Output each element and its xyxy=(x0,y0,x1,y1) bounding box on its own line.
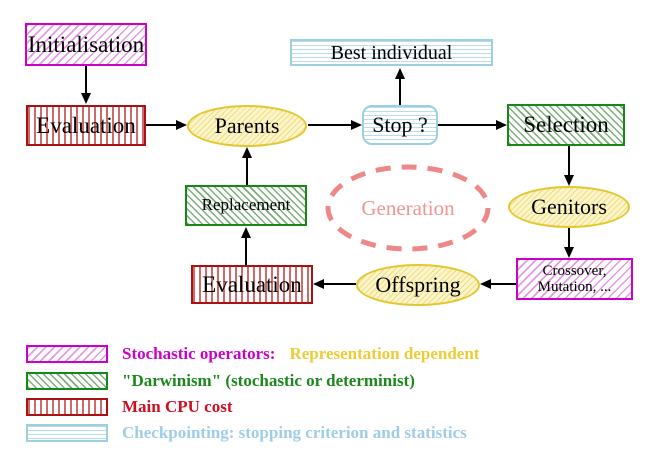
arrow-stop-to-best-individual xyxy=(395,68,405,105)
node-stop-label: Stop ? xyxy=(372,111,428,137)
node-initialisation: Initialisation xyxy=(25,23,147,66)
node-genitors: Genitors xyxy=(508,186,630,228)
legend-row-checkpointing: Checkpointing: stopping criterion and st… xyxy=(122,422,467,444)
legend-checkpointing-label: Checkpointing: stopping criterion and st… xyxy=(122,423,467,442)
legend-darwinism-label: "Darwinism" (stochastic or determinist) xyxy=(122,371,415,390)
legend-stochastic-operators-label: Stochastic operators: xyxy=(122,344,276,363)
node-evaluation-bottom: Evaluation xyxy=(191,265,313,304)
legend-row-stochastic-operators: Stochastic operators: Representation dep… xyxy=(122,343,479,365)
legend-swatch-darwinism xyxy=(26,372,108,390)
arrow-genitors-to-crossover xyxy=(564,228,574,258)
node-generation: Generation xyxy=(324,163,492,253)
node-parents-label: Parents xyxy=(214,112,280,138)
node-evaluation-top: Evaluation xyxy=(26,105,146,146)
legend-row-main-cpu-cost: Main CPU cost xyxy=(122,396,232,418)
legend-swatch-checkpointing xyxy=(26,424,108,442)
node-offspring-label: Offspring xyxy=(375,271,461,297)
node-replacement: Replacement xyxy=(185,185,307,226)
node-parents: Parents xyxy=(187,105,307,147)
arrow-replacement-to-parents xyxy=(242,147,252,185)
legend-swatch-main-cpu-cost xyxy=(26,398,108,416)
node-initialisation-label: Initialisation xyxy=(27,31,145,57)
arrow-evaluation-to-replacement xyxy=(241,227,251,265)
node-crossover-mutation: Crossover, Mutation, ... xyxy=(516,258,633,300)
arrow-parents-to-stop xyxy=(308,120,362,130)
node-selection: Selection xyxy=(507,104,625,146)
node-replacement-label: Replacement xyxy=(201,195,291,215)
node-selection-label: Selection xyxy=(523,112,609,138)
node-stop: Stop ? xyxy=(362,105,438,145)
node-crossover-label-line2: Mutation, ... xyxy=(537,279,612,295)
node-evaluation-bottom-label: Evaluation xyxy=(202,271,302,297)
generation-dashed-ellipse xyxy=(325,164,491,252)
legend-main-cpu-cost-label: Main CPU cost xyxy=(122,397,233,416)
node-genitors-label: Genitors xyxy=(531,193,607,219)
node-offspring: Offspring xyxy=(356,264,480,306)
arrow-initialisation-to-evaluation xyxy=(81,66,91,104)
arrow-selection-to-genitors xyxy=(564,146,574,186)
arrow-crossover-to-offspring xyxy=(480,279,516,289)
node-evaluation-top-label: Evaluation xyxy=(36,112,136,138)
arrow-evaluation-to-parents xyxy=(146,120,187,130)
node-crossover-label-line1: Crossover, xyxy=(542,262,607,279)
legend-row-darwinism: "Darwinism" (stochastic or determinist) xyxy=(122,370,415,392)
arrow-stop-to-selection xyxy=(438,120,507,130)
node-generation-label: Generation xyxy=(361,195,455,220)
legend-swatch-stochastic-operators xyxy=(26,345,108,363)
arrow-offspring-to-evaluation xyxy=(313,279,356,289)
legend-representation-dependent-label: Representation dependent xyxy=(289,344,480,363)
node-best-individual-label: Best individual xyxy=(330,41,453,64)
node-best-individual: Best individual xyxy=(290,39,493,66)
